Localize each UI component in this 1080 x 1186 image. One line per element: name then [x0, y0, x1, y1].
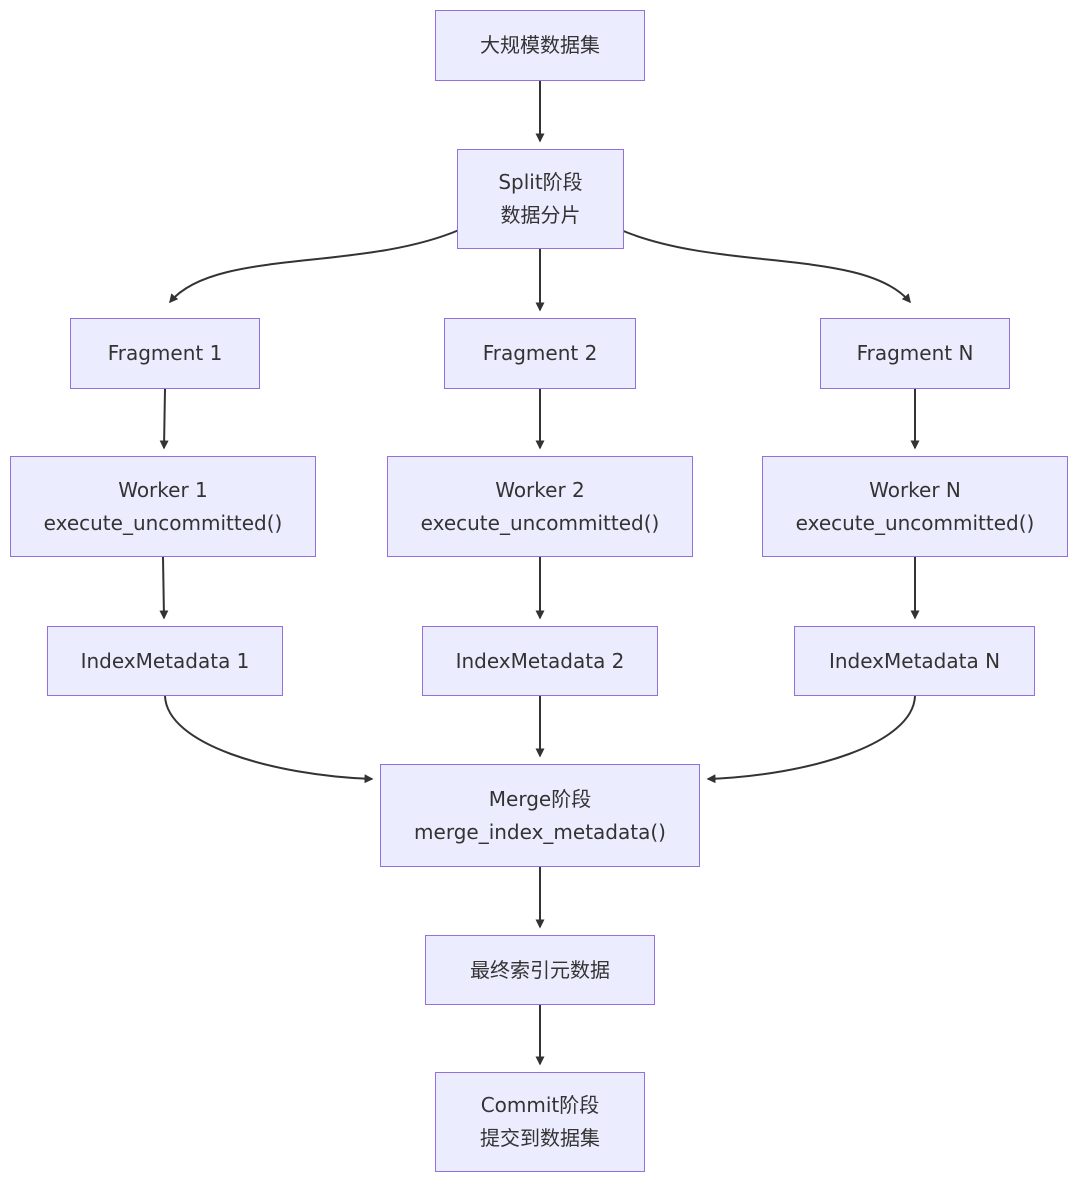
node-index-metadata-n: IndexMetadata N	[794, 626, 1035, 696]
node-label: Worker 2	[495, 477, 585, 502]
node-index-metadata-2: IndexMetadata 2	[422, 626, 658, 696]
node-sublabel: merge_index_metadata()	[414, 819, 666, 844]
node-worker-n: Worker N execute_uncommitted()	[762, 456, 1068, 557]
node-label: Fragment N	[856, 341, 974, 365]
node-fragment-n: Fragment N	[820, 318, 1010, 389]
node-sublabel: execute_uncommitted()	[420, 510, 660, 535]
node-label: Commit阶段	[480, 1093, 600, 1117]
node-label: Worker 1	[118, 477, 208, 502]
edge-worker1-im1	[159, 556, 169, 620]
node-label: IndexMetadata N	[828, 648, 1001, 673]
edge-split-fragN	[620, 229, 911, 304]
edge-im1-merge	[164, 695, 374, 784]
node-final-index-metadata: 最终索引元数据	[425, 935, 655, 1005]
edge-imN-merge	[706, 695, 916, 784]
edge-split-frag1	[169, 229, 460, 304]
node-large-dataset: 大规模数据集	[435, 10, 645, 81]
node-sublabel: execute_uncommitted()	[43, 510, 283, 535]
node-sublabel: execute_uncommitted()	[795, 510, 1035, 535]
node-label: Fragment 1	[107, 341, 223, 365]
node-commit-stage: Commit阶段 提交到数据集	[435, 1072, 645, 1172]
node-label: IndexMetadata 2	[455, 648, 625, 673]
node-label: Fragment 2	[482, 341, 598, 365]
node-index-metadata-1: IndexMetadata 1	[47, 626, 283, 696]
node-label: 最终索引元数据	[470, 957, 610, 982]
node-label: Split阶段	[498, 170, 583, 194]
node-split-stage: Split阶段 数据分片	[457, 149, 624, 249]
node-label: Worker N	[869, 477, 961, 502]
node-label: 大规模数据集	[480, 33, 600, 57]
node-sublabel: 提交到数据集	[480, 1126, 600, 1150]
node-worker-1: Worker 1 execute_uncommitted()	[10, 456, 316, 557]
node-sublabel: 数据分片	[500, 203, 581, 227]
node-label: IndexMetadata 1	[80, 648, 250, 673]
node-fragment-2: Fragment 2	[444, 318, 636, 389]
node-fragment-1: Fragment 1	[70, 318, 260, 389]
node-merge-stage: Merge阶段 merge_index_metadata()	[380, 764, 700, 867]
edge-frag1-worker1	[159, 388, 169, 450]
node-label: Merge阶段	[488, 786, 592, 811]
node-worker-2: Worker 2 execute_uncommitted()	[387, 456, 693, 557]
